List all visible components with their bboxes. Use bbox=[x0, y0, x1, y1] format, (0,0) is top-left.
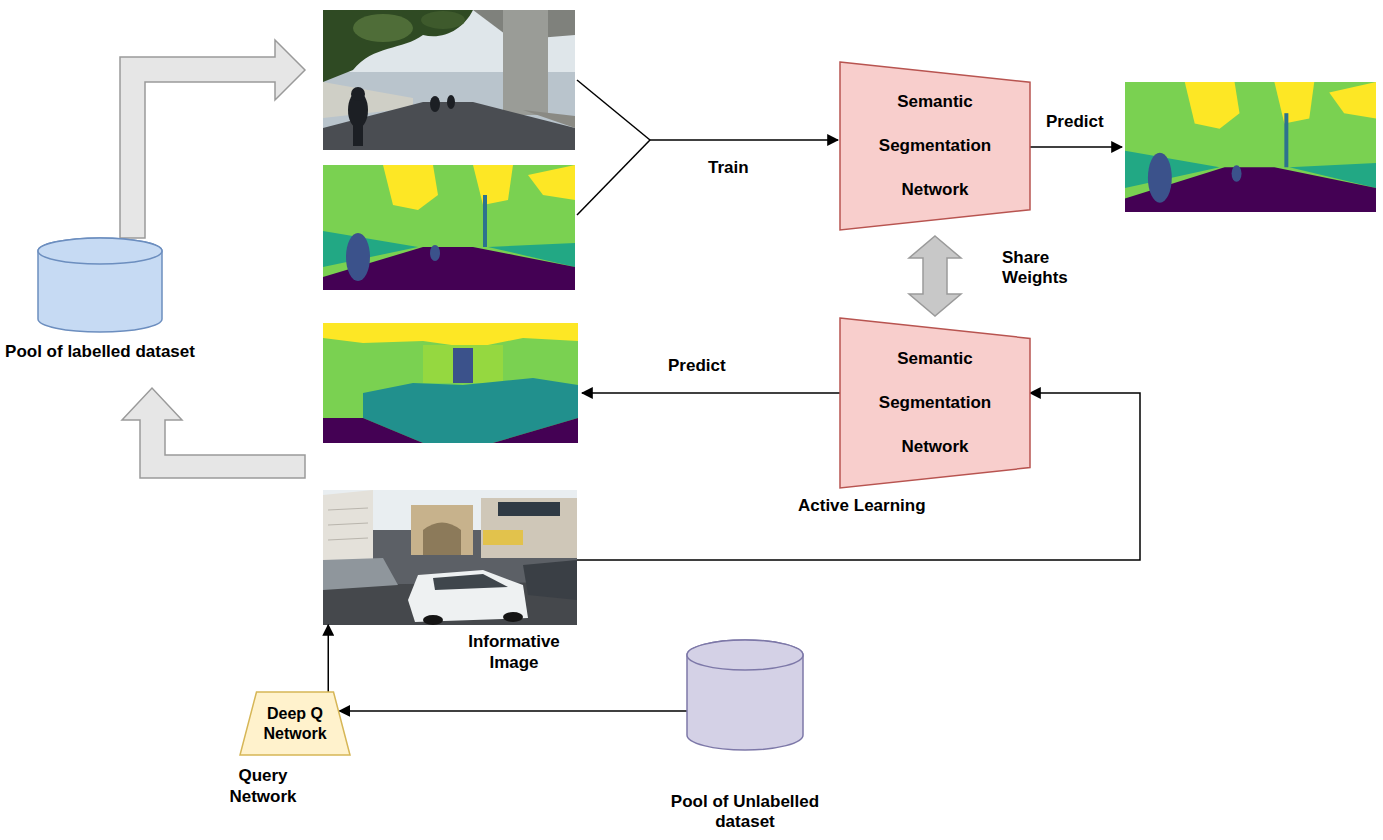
dataset-label: Pool of Unlabelled dataset bbox=[645, 792, 845, 831]
image-frame: Informative Image bbox=[323, 490, 577, 625]
image-caption: Informative Image bbox=[459, 632, 569, 673]
train-lines bbox=[577, 80, 838, 215]
query-arrow bbox=[339, 710, 687, 712]
network-label: Semantic Segmentation Network bbox=[860, 337, 1010, 469]
predict-arrow bbox=[1030, 146, 1122, 148]
block-arrow bbox=[120, 40, 305, 238]
share-arrow bbox=[909, 236, 961, 316]
network-block: Semantic Segmentation Network bbox=[840, 318, 1030, 488]
predict-arrow bbox=[582, 392, 840, 394]
edge-label: Share Weights bbox=[1002, 248, 1092, 289]
dataset-cylinder: Pool of labelled dataset bbox=[38, 238, 162, 332]
block-arrow bbox=[122, 388, 305, 478]
road-photo bbox=[323, 10, 575, 150]
predict-label: Predict bbox=[1046, 112, 1104, 132]
predicted-mask bbox=[1125, 82, 1376, 212]
dataset-label: Pool of labelled dataset bbox=[0, 342, 222, 363]
street-photo bbox=[323, 490, 577, 625]
trapezoid-outline bbox=[240, 692, 350, 755]
predict-label: Predict bbox=[668, 356, 726, 376]
cylinder-outline bbox=[687, 640, 803, 750]
cylinder-outline bbox=[38, 238, 162, 332]
label-mask bbox=[323, 165, 575, 290]
predicted-mask bbox=[323, 323, 578, 443]
train-label: Train bbox=[708, 158, 749, 178]
select-arrow bbox=[328, 625, 330, 692]
query-network: Deep Q NetworkQuery Network bbox=[240, 692, 350, 755]
network-block: Semantic Segmentation Network bbox=[840, 62, 1030, 230]
phase-label: Active Learning bbox=[798, 496, 926, 516]
network-label: Deep Q Network bbox=[255, 704, 335, 743]
network-label: Semantic Segmentation Network bbox=[860, 80, 1010, 212]
dataset-cylinder: Pool of Unlabelled dataset bbox=[687, 640, 803, 750]
query-caption: Query Network bbox=[218, 766, 308, 807]
